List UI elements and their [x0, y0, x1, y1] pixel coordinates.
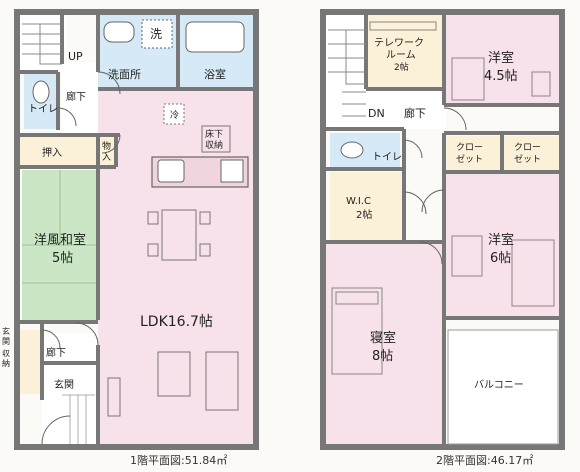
floor1-washitsu-size: 5帖 — [52, 251, 73, 266]
floor1-hall-label: 廊下 — [66, 90, 86, 103]
floor2-bedroom-a-label: 洋室 — [488, 50, 514, 66]
floor2-master-fill — [326, 244, 442, 444]
floor1-washitsu-label: 洋風和室 — [34, 232, 86, 248]
genkan-tiles — [62, 394, 95, 444]
floor2-stairs — [328, 29, 366, 117]
floor1-caption: 1階平面図:51.84㎡ — [130, 453, 227, 467]
toilet-icon — [32, 80, 50, 104]
bed-b — [511, 239, 555, 307]
floor1-closet-label-2: 入 — [102, 152, 111, 163]
floor1-closet-fill — [98, 137, 116, 165]
genkan-door — [41, 415, 71, 445]
floor1-entrance-storage-label-3: 収 — [2, 348, 10, 358]
tv-board — [107, 377, 121, 417]
floor1-genkan-label: 玄関 — [54, 378, 74, 391]
floor1-toilet-label: トイレ — [28, 104, 58, 115]
floor1-hall-fill — [62, 62, 98, 137]
sofa — [205, 351, 239, 411]
bathtub-icon — [185, 21, 245, 53]
underfloor-storage-box — [201, 125, 231, 153]
floor1-entrance-storage-label-1: 玄 — [2, 326, 10, 336]
sink-icon — [157, 159, 185, 183]
floor2-toilet-label: トイレ — [372, 152, 402, 163]
floor2-telework-fill — [366, 15, 442, 89]
telework-desk — [369, 21, 437, 31]
dining-chairs — [147, 211, 211, 257]
floor1-wash-mark: 洗 — [150, 27, 162, 41]
master-bed-pillow — [335, 291, 379, 305]
floor2-telework-label-1: テレワーク — [374, 37, 424, 49]
floor2-hall-fill — [326, 89, 446, 129]
floor2-balcony-label: バルコニー — [474, 379, 524, 391]
floor2-hall-label: 廊下 — [404, 106, 426, 120]
floor1-fridge-label: 冷 — [170, 109, 179, 121]
floor2-closet-a-label-2: ゼット — [456, 153, 483, 165]
tatami-lines — [22, 170, 98, 284]
washbasin-icon — [103, 21, 135, 43]
floor2-bedroom-a-fill — [446, 15, 559, 105]
floor2-wic-size: 2帖 — [356, 208, 372, 221]
floor1-closet-label-1: 物 — [102, 140, 111, 152]
floor1-up-label: UP — [68, 50, 83, 63]
floor1-doors — [41, 71, 121, 349]
floor2-closet-b-label-2: ゼット — [514, 153, 541, 165]
master-bed — [331, 287, 383, 375]
floor1-entrance-storage-label-2: 関 — [2, 337, 10, 346]
floor2-telework-label-2: ルーム — [386, 49, 416, 61]
desk-b — [451, 235, 483, 277]
balcony-rail — [447, 329, 559, 445]
floor1-walls — [20, 12, 253, 444]
floor2-closet-a-fill — [446, 136, 500, 170]
desk-a — [531, 71, 551, 97]
floor1-oshiire-label: 押入 — [42, 146, 62, 159]
floor2-wic-fill — [330, 172, 402, 240]
washing-machine-icon — [141, 19, 173, 49]
floor1-entrance-storage-label-4: 納 — [2, 358, 10, 368]
coffee-table — [157, 351, 191, 397]
floor2-bedroom-a-size: 4.5帖 — [484, 69, 518, 84]
fridge-icon — [163, 103, 185, 125]
floor1-ldk-label: LDK16.7帖 — [140, 314, 213, 330]
floor2-bedroom-b-fill — [446, 174, 559, 316]
floor2-toilet-icon — [340, 141, 364, 159]
floor1-stairs — [22, 23, 62, 65]
floor2-balcony-fill — [446, 330, 559, 444]
floor2-master-label: 寝室 — [370, 330, 396, 346]
floor1-outer-wall — [14, 9, 259, 450]
floor2-master-size: 8帖 — [372, 349, 393, 364]
floor2-wic-label: W.I.C — [346, 196, 371, 207]
floor-2: テレワーク ルーム 2帖 洋室 4.5帖 DN 廊下 トイレ クロー ゼット ク… — [320, 9, 565, 467]
floor1-entrance-storage-fill — [20, 330, 42, 394]
floor1-hall-entrance-label: 廊下 — [46, 346, 66, 359]
dining-table — [161, 209, 197, 261]
floor2-bedroom-b-label: 洋室 — [488, 232, 514, 248]
floor1-underfloor-label-2: 収納 — [205, 139, 223, 151]
floor2-bedroom-b-size: 6帖 — [490, 251, 511, 266]
bed-a — [451, 57, 485, 101]
floor1-bath-label: 浴室 — [204, 67, 226, 81]
floor2-telework-size: 2帖 — [394, 61, 409, 73]
floor2-closet-b-label-1: クロー — [514, 142, 541, 153]
floor1-underfloor-label-1: 床下 — [205, 128, 223, 140]
floor2-closet-b-fill — [504, 136, 559, 170]
floor1-dressing-label: 洗面所 — [108, 68, 141, 81]
floor2-dn-label: DN — [368, 107, 385, 120]
stove-icon — [220, 159, 244, 183]
floor1-hall-entrance-fill — [42, 333, 98, 363]
floor-1: 洗 洗面所 浴室 UP トイレ 廊下 冷 床下 収納 押入 物 入 洋風和室 5… — [2, 9, 259, 467]
floor2-doors — [403, 107, 467, 265]
floor1-oshiire-fill — [20, 137, 98, 165]
floor2-closet-a-label-1: クロー — [456, 142, 483, 153]
floor2-caption: 2階平面図:46.17㎡ — [436, 453, 533, 467]
